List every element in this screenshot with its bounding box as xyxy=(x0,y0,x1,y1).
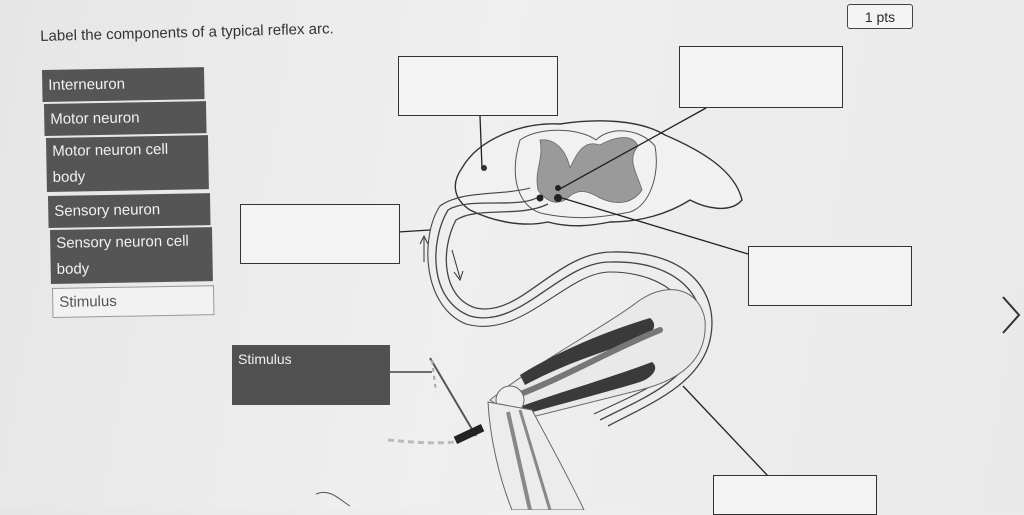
motor-neuron-cell-body-dot xyxy=(554,194,562,202)
bank-chip-interneuron[interactable]: Interneuron xyxy=(42,67,205,102)
drop-target-stimulus-filled[interactable]: Stimulus xyxy=(232,345,390,405)
next-chevron-right-icon[interactable] xyxy=(996,290,1024,340)
bank-chip-motor-neuron-cell-body[interactable]: Motor neuron cell body xyxy=(46,135,209,192)
lower-leg xyxy=(487,401,585,510)
sensory-cell-body-dot xyxy=(536,194,544,202)
points-badge: 1 pts xyxy=(847,4,913,29)
drop-target-top-left[interactable] xyxy=(398,56,558,116)
interneuron-dot xyxy=(555,185,561,191)
placed-label: Stimulus xyxy=(238,351,292,367)
quadriceps-muscle xyxy=(520,318,655,385)
grey-matter xyxy=(536,137,643,203)
bank-chip-motor-neuron[interactable]: Motor neuron xyxy=(44,101,207,136)
drop-target-middle-right[interactable] xyxy=(748,246,912,306)
drop-target-middle-left[interactable] xyxy=(240,204,400,264)
bank-chip-sensory-neuron[interactable]: Sensory neuron xyxy=(48,193,211,228)
hamstring-muscle xyxy=(522,362,656,414)
bank-chip-sensory-neuron-cell-body[interactable]: Sensory neuron cell body xyxy=(50,227,213,284)
reflex-hammer xyxy=(429,357,477,437)
drop-target-bottom[interactable] xyxy=(713,475,877,515)
drop-target-top-right[interactable] xyxy=(679,46,843,108)
bank-chip-stimulus[interactable]: Stimulus xyxy=(52,285,215,318)
